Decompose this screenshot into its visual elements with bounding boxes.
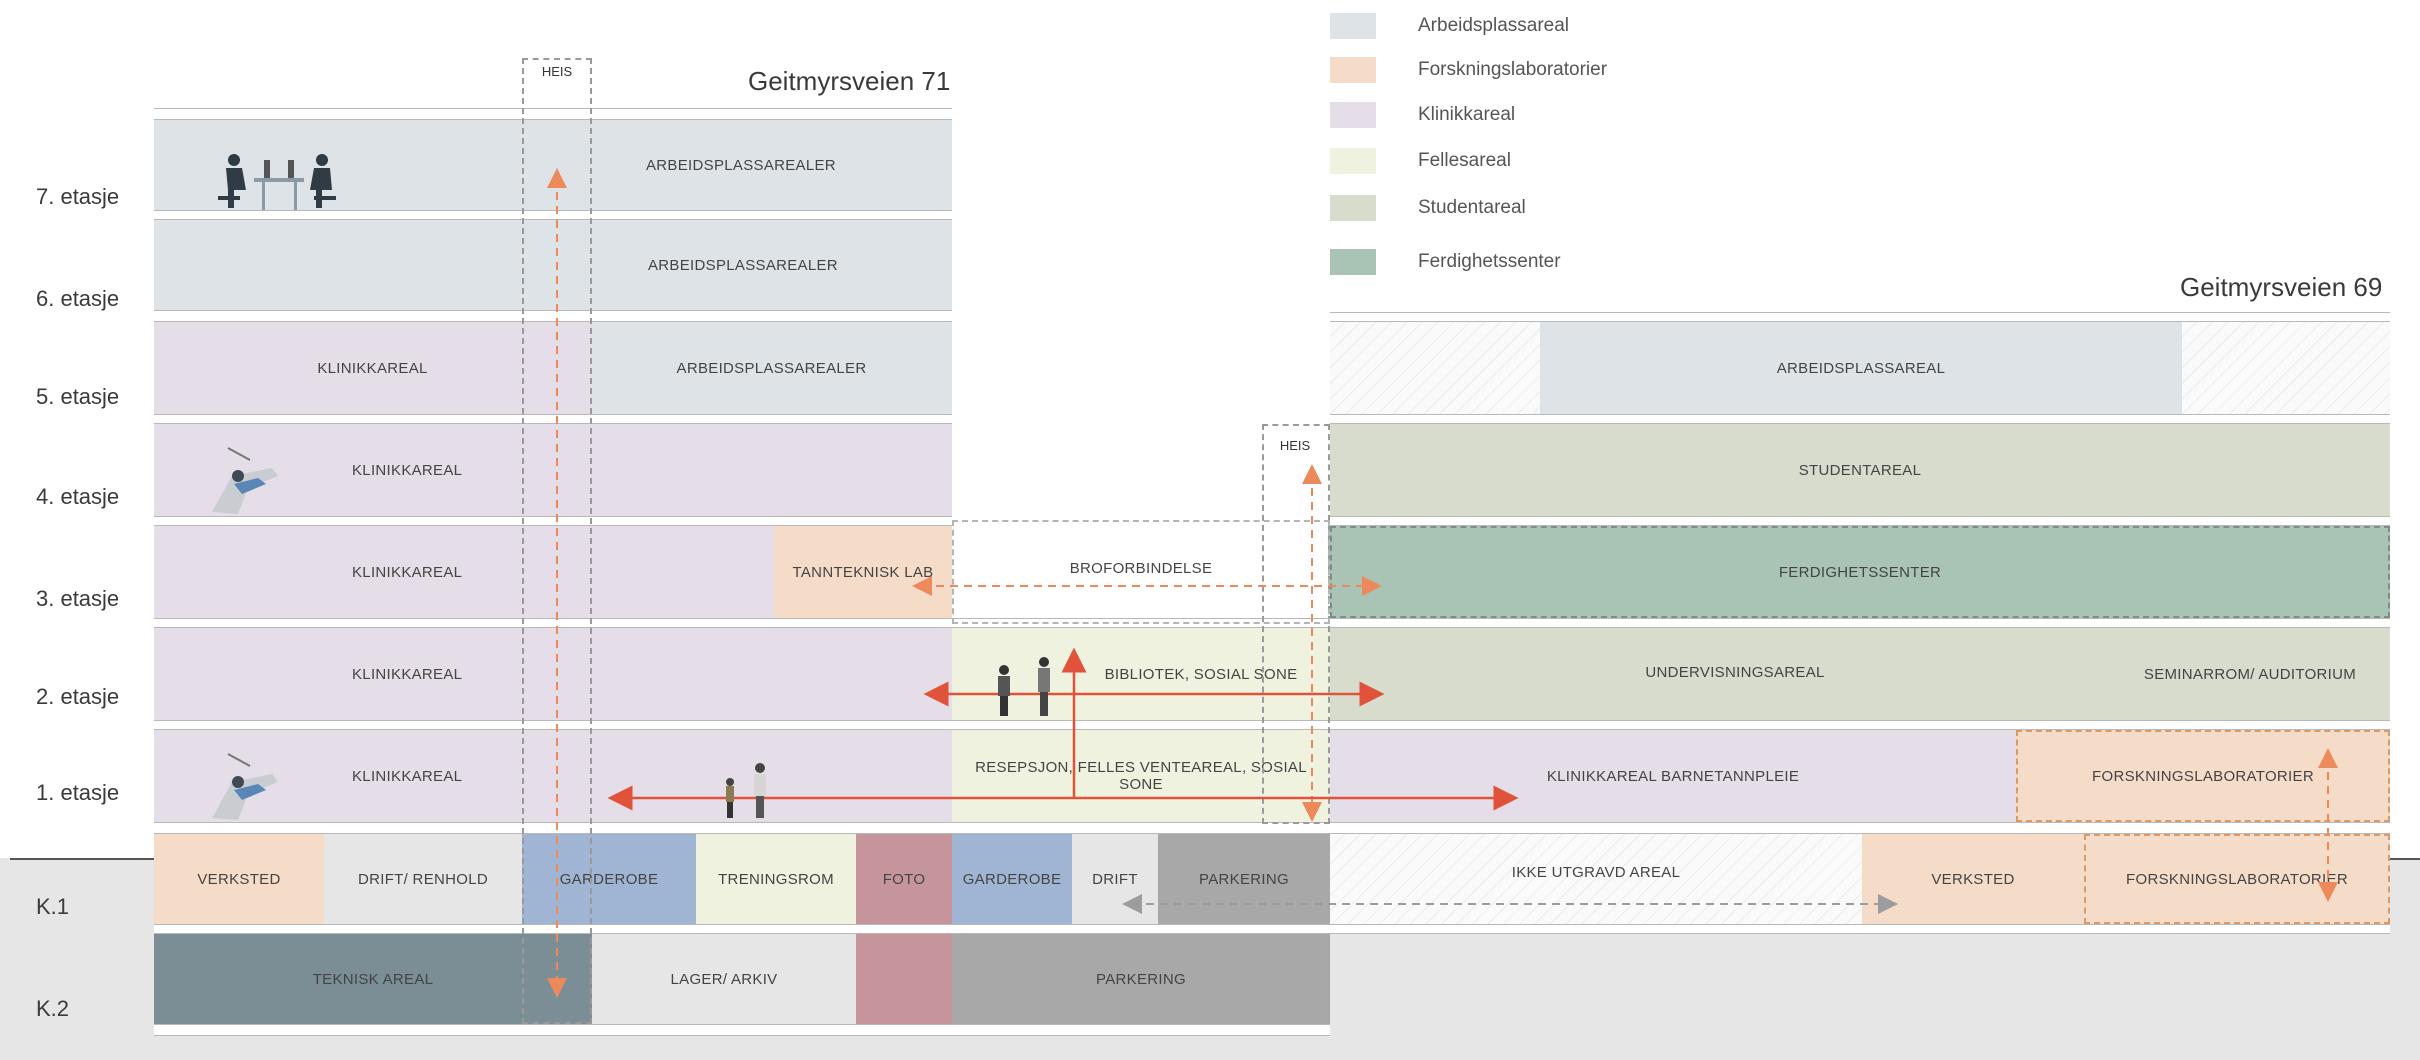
elevator-shaft-right xyxy=(1262,424,1330,824)
room-rk1-forskning: FORSKNINGSLABORATORIER xyxy=(2084,834,2390,924)
floor-label-4: 4. etasje xyxy=(36,484,120,509)
workstation-figures xyxy=(218,154,336,210)
floor-label-2: 2. etasje xyxy=(36,684,120,709)
people-figures-floor-1 xyxy=(726,763,766,818)
floor-slab xyxy=(154,924,1330,934)
legend-label-ferdighet: Ferdighetssenter xyxy=(1418,251,1561,272)
hatched-area xyxy=(1330,322,1540,414)
elevator-shaft-left xyxy=(522,58,592,1024)
bridge-outline xyxy=(952,520,1330,624)
floor-slab xyxy=(154,618,1330,628)
floor-label-k2: K.2 xyxy=(36,996,70,1021)
floor-slab xyxy=(1330,414,2390,424)
room-k1-verksted: VERKSTED xyxy=(154,834,324,924)
building-name-right: Geitmyrsveien 69 xyxy=(2180,272,2383,302)
floor-slab xyxy=(154,1024,1330,1036)
hatched-area xyxy=(2182,322,2390,414)
room-r2-seminar: SEMINARROM/ AUDITORIUM xyxy=(2090,628,2390,720)
legend-swatch-felles xyxy=(1330,148,1376,174)
legend-swatch-ferdighet xyxy=(1330,249,1376,275)
legend-label-felles: Fellesareal xyxy=(1418,150,1511,171)
floor-label-k1: K.1 xyxy=(36,894,70,919)
floor-label-6: 6. etasje xyxy=(36,286,120,311)
room-k1-treningsrom: TRENINGSROM xyxy=(696,834,856,924)
roof-slab-right xyxy=(1330,312,2390,322)
legend-swatch-arbeidsplass xyxy=(1330,13,1376,39)
room-k2-parkering: PARKERING xyxy=(952,934,1330,1024)
elevator-label-right: HEIS xyxy=(1272,438,1318,453)
floor-slab xyxy=(154,822,1330,834)
floor-slab xyxy=(1330,720,2390,730)
elevator-label-left: HEIS xyxy=(534,64,580,79)
room-k1-foto: FOTO xyxy=(856,834,952,924)
floor-slab xyxy=(1330,924,2390,934)
room-rk1-verksted: VERKSTED xyxy=(1862,834,2084,924)
room-f3-tannteknisk-lab: TANNTEKNISK LAB xyxy=(774,526,952,618)
floor-slab xyxy=(154,720,1330,730)
room-r5-arbeidsplass: ARBEIDSPLASSAREAL xyxy=(1540,322,2182,414)
floor-label-5: 5. etasje xyxy=(36,384,120,409)
legend-label-forskning: Forskningslaboratorier xyxy=(1418,59,1608,80)
room-k1-drift-renhold: DRIFT/ RENHOLD xyxy=(324,834,522,924)
room-r4-studentareal: STUDENTAREAL xyxy=(1330,424,2390,516)
building-name-left: Geitmyrsveien 71 xyxy=(748,66,951,96)
legend-swatch-klinikk xyxy=(1330,102,1376,128)
legend-label-klinikk: Klinikkareal xyxy=(1418,104,1516,125)
room-r3-ferdighetssenter: FERDIGHETSSENTER xyxy=(1330,526,2390,618)
room-k1-garderobe-2: GARDEROBE xyxy=(952,834,1072,924)
room-f5-klinikk: KLINIKKAREAL xyxy=(154,322,591,414)
floor-slab xyxy=(1330,618,2390,628)
people-figures-floor-2 xyxy=(998,657,1050,716)
room-k2-teknisk: TEKNISK AREAL xyxy=(154,934,592,1024)
room-f3-broforbindelse: BROFORBINDELSE xyxy=(952,526,1330,618)
dental-chair-figure-1 xyxy=(212,753,278,820)
room-f3-klinikk: KLINIKKAREAL xyxy=(154,526,774,618)
room-k2-foto-shaft xyxy=(856,934,952,1024)
dental-chair-figure-4 xyxy=(212,447,278,514)
room-k2-lager-arkiv: LAGER/ ARKIV xyxy=(592,934,856,1024)
room-r2-undervisning: UNDERVISNINGSAREAL xyxy=(1330,628,2090,720)
legend-swatch-student xyxy=(1330,195,1376,221)
floor-label-3: 3. etasje xyxy=(36,586,120,611)
floor-slab xyxy=(1330,822,2390,834)
legend-swatch-forskning xyxy=(1330,57,1376,83)
legend-label-arbeidsplass: Arbeidsplassareal xyxy=(1418,15,1570,36)
floor-label-7: 7. etasje xyxy=(36,184,120,209)
roof-slab-left xyxy=(154,108,952,120)
room-f5-arbeidsplass: ARBEIDSPLASSAREALER xyxy=(591,322,952,414)
legend-label-student: Studentareal xyxy=(1418,197,1526,218)
floor-label-1: 1. etasje xyxy=(36,780,120,805)
floor-slab xyxy=(1330,516,2390,526)
